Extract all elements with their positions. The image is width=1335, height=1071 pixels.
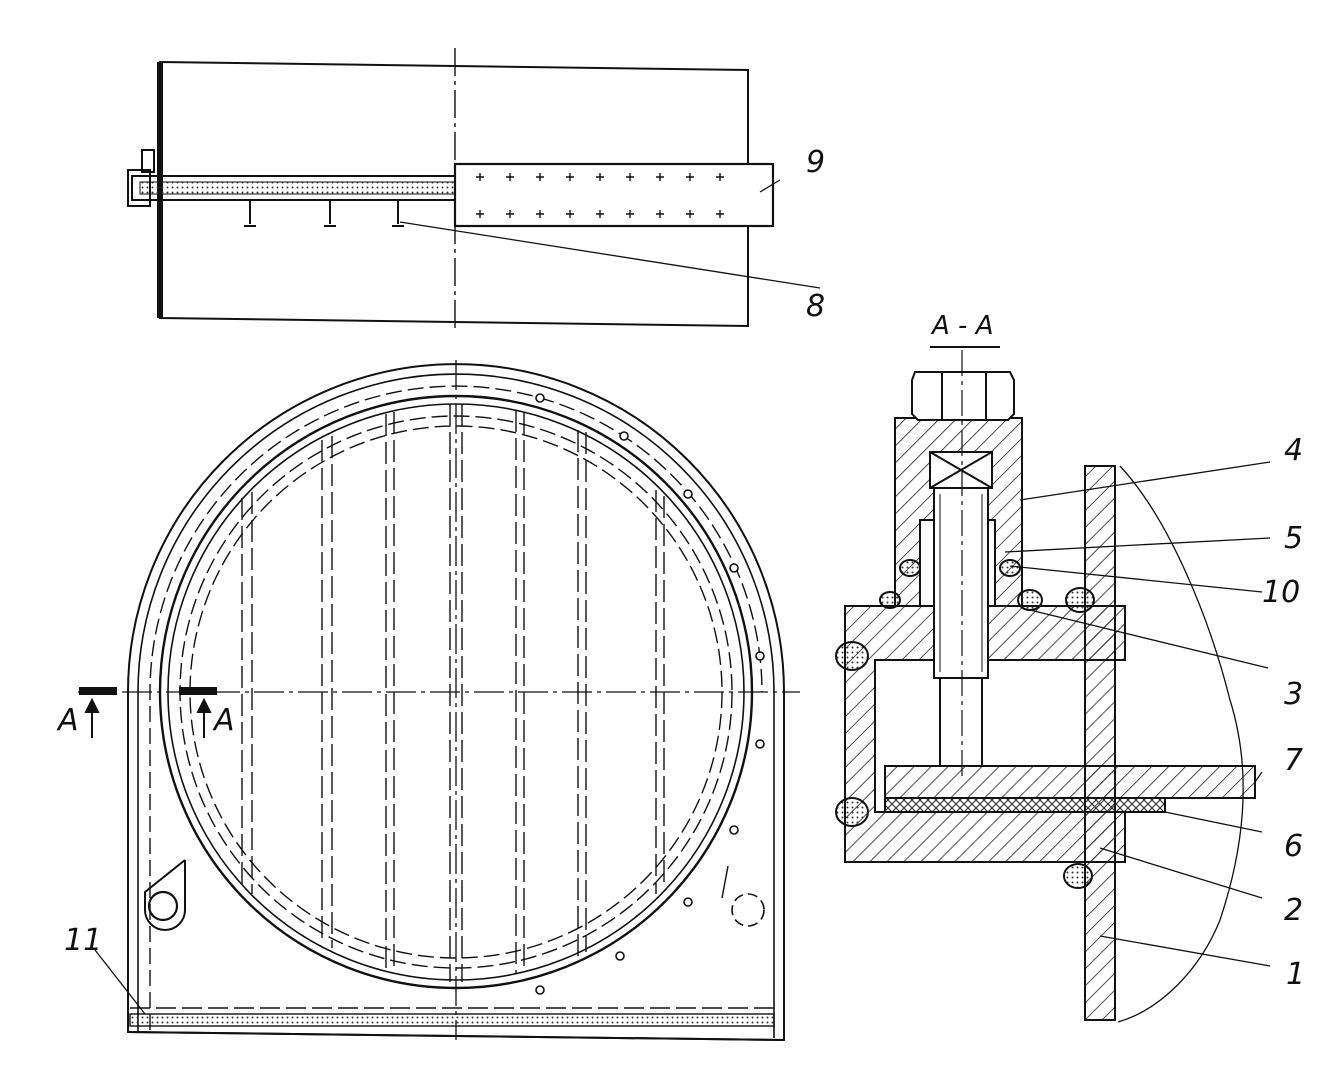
left-lug-hole — [147, 890, 179, 922]
grid-tube-9 — [453, 162, 775, 228]
front-view — [78, 360, 800, 1042]
section-marker-left — [79, 687, 117, 738]
callout-8: 8 — [806, 289, 825, 324]
left-lug — [144, 859, 186, 931]
wall-plate-1 — [1084, 465, 1116, 1021]
gasket-6 — [884, 797, 1166, 813]
top-view — [127, 48, 775, 330]
bolt-nut — [911, 371, 1015, 421]
callout-9: 9 — [806, 145, 825, 180]
clamp-bar-7 — [884, 765, 1256, 799]
spray-nozzles-8 — [244, 200, 404, 227]
welds — [835, 559, 1095, 889]
ring-bolts — [535, 393, 765, 995]
bolt-5 — [933, 487, 989, 679]
tube-plus-marks — [476, 173, 724, 218]
callout-11: 11 — [64, 923, 102, 958]
section-title: A - A — [930, 311, 993, 341]
callout-5: 5 — [1284, 521, 1303, 556]
housing-outline — [127, 363, 785, 1042]
callout-10: 10 — [1262, 575, 1300, 610]
right-lug-hole — [731, 893, 765, 927]
callout-4: 4 — [1284, 433, 1303, 468]
bottom-seal-11 — [129, 1013, 775, 1027]
callout-1: 1 — [1286, 957, 1305, 992]
callout-7: 7 — [1284, 743, 1303, 778]
section-marker-right — [179, 687, 217, 738]
section-view — [835, 350, 1256, 1023]
section-label-right: A — [212, 703, 235, 738]
grid-tubes-dashed — [241, 404, 665, 982]
section-label-left: A — [56, 703, 79, 738]
callout-3: 3 — [1284, 677, 1303, 712]
break-line — [1117, 465, 1244, 1023]
leader-lines — [94, 179, 1271, 1015]
callout-2: 2 — [1284, 893, 1303, 928]
pipe-end-fitting — [127, 169, 151, 207]
callout-6: 6 — [1284, 829, 1303, 864]
